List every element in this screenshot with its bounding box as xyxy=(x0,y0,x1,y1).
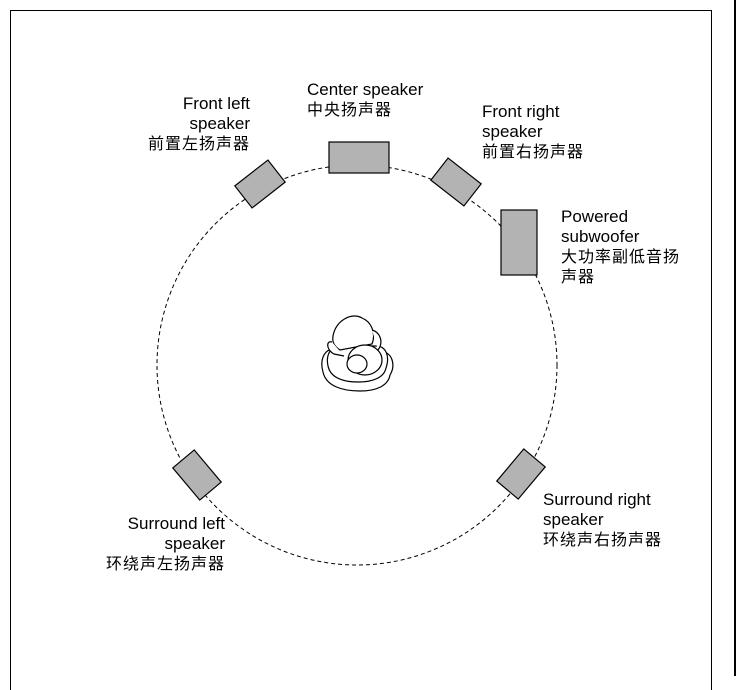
speaker-layout-diagram xyxy=(156,141,558,566)
surround-left-speaker-label: Surround left speaker 环绕声左扬声器 xyxy=(106,514,225,574)
center-speaker-icon xyxy=(328,141,390,174)
surround-right-label-zh: 环绕声右扬声器 xyxy=(543,530,663,549)
front-left-speaker-icon xyxy=(233,159,287,209)
subwoofer-label-en1: Powered xyxy=(561,207,629,226)
surround-right-speaker-label: Surround right speaker 环绕声右扬声器 xyxy=(543,490,662,550)
listener-icon xyxy=(321,315,394,392)
center-speaker-label: Center speaker 中央扬声器 xyxy=(307,80,423,120)
subwoofer-label-en2: subwoofer xyxy=(561,227,640,246)
subwoofer-label-zh2: 声器 xyxy=(561,267,596,286)
surround-right-label-en1: Surround right xyxy=(543,490,651,509)
front-left-label-en1: Front left xyxy=(182,94,250,113)
diagram-frame xyxy=(10,10,712,690)
front-left-label-zh: 前置左扬声器 xyxy=(147,134,250,153)
subwoofer-label-zh1: 大功率副低音扬 xyxy=(561,247,681,266)
surround-right-label-en2: speaker xyxy=(543,510,604,529)
front-left-speaker-label: Front left speaker 前置左扬声器 xyxy=(148,94,250,154)
listening-circle xyxy=(156,164,558,566)
surround-left-label-zh: 环绕声左扬声器 xyxy=(105,554,225,573)
front-left-label-en2: speaker xyxy=(189,114,250,133)
surround-right-speaker-icon xyxy=(495,448,547,500)
center-speaker-label-en: Center speaker xyxy=(307,80,424,99)
surround-left-label-en2: speaker xyxy=(164,534,225,553)
surround-left-label-en1: Surround left xyxy=(127,514,225,533)
front-right-label-zh: 前置右扬声器 xyxy=(482,142,585,161)
subwoofer-label: Powered subwoofer 大功率副低音扬 声器 xyxy=(561,207,680,287)
front-right-label-en1: Front right xyxy=(482,102,560,121)
front-right-speaker-label: Front right speaker 前置右扬声器 xyxy=(482,102,584,162)
page-edge-line xyxy=(734,0,736,676)
center-speaker-label-zh: 中央扬声器 xyxy=(307,100,393,119)
surround-left-speaker-icon xyxy=(171,449,223,501)
subwoofer-icon xyxy=(500,209,538,276)
front-right-label-en2: speaker xyxy=(482,122,543,141)
front-right-speaker-icon xyxy=(429,157,483,207)
